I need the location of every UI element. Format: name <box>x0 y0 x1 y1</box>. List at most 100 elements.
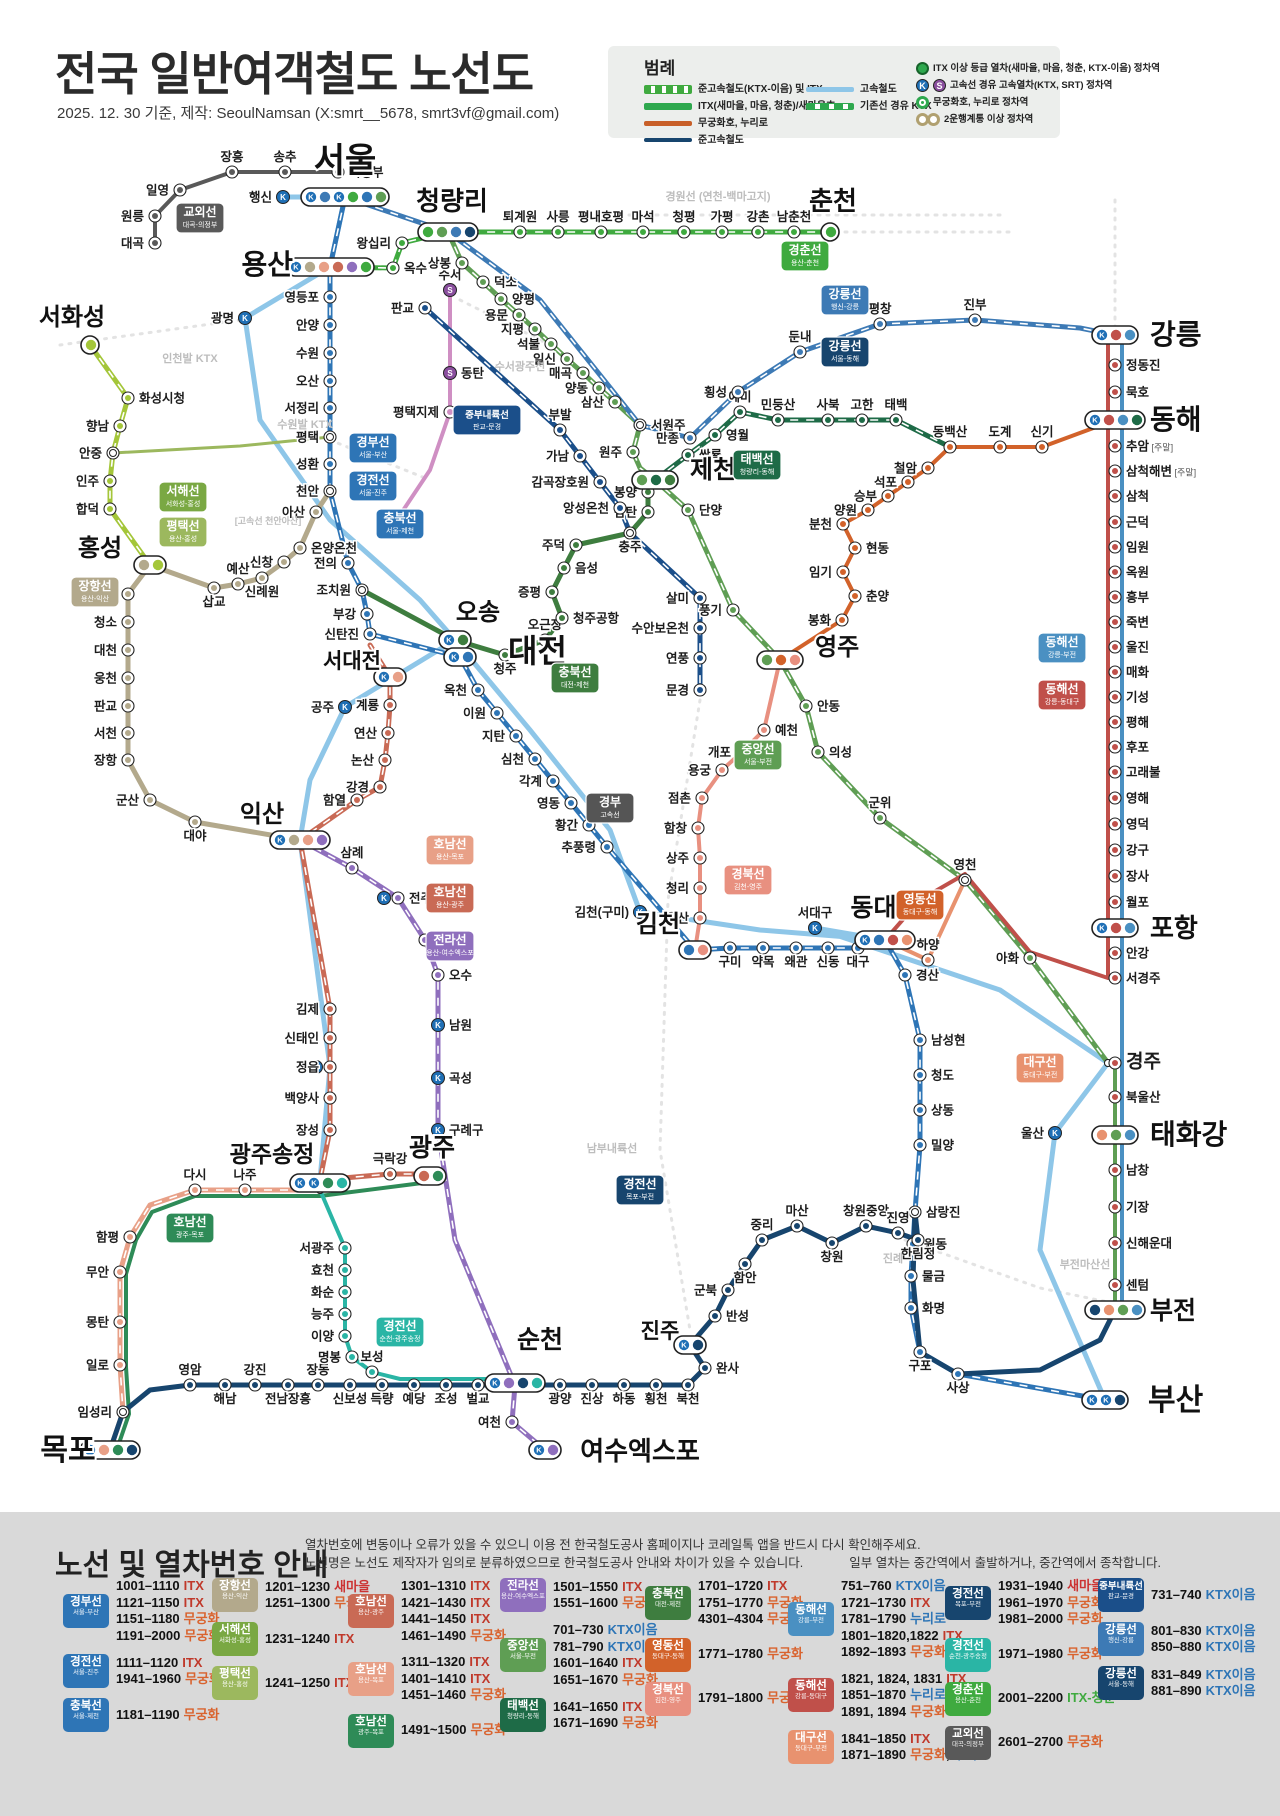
station-label: 밀양 <box>931 1138 955 1153</box>
badge-경전선 <box>375 1316 425 1348</box>
panel-column: 장항선용산-익산1201–1230새마을1251–1300무궁화서해선서화성-홍… <box>212 1578 372 1710</box>
station-label: 상봉 <box>428 256 452 271</box>
station-label: 심천 <box>501 752 524 767</box>
station-label: 서대구 <box>798 905 833 920</box>
station-label: 도계 <box>988 424 1011 439</box>
station-label: 현동 <box>866 541 890 556</box>
station-label: 신창 <box>250 555 274 570</box>
station-label: 남창 <box>1126 1163 1150 1178</box>
svg-text:K: K <box>681 1341 687 1350</box>
station-label: 둔내 <box>788 329 811 344</box>
station-label: 함안 <box>733 1270 757 1285</box>
hub-label: 순천 <box>517 1326 563 1354</box>
station-label: 사북 <box>816 397 840 412</box>
legend-line-item: 고속철도 <box>806 80 897 95</box>
station-label: 공주 <box>311 701 335 715</box>
line-gyeongjeon-navy <box>107 1209 1118 1453</box>
station-label: 울산 <box>1021 1126 1045 1141</box>
station-label: 서경주 <box>1126 971 1161 986</box>
svg-text:용산-목포: 용산-목포 <box>436 852 465 861</box>
station-label: 대곡 <box>121 237 145 251</box>
legend-line-item: ITX(새마을, 마음, 청춘)/새마을호 <box>644 97 835 112</box>
hub-label: 동해 <box>1150 404 1202 435</box>
station-label: 삼산 <box>581 395 605 410</box>
station-label: 장성 <box>296 1123 319 1138</box>
legend-line-sample-icon <box>644 102 692 110</box>
badge-충북선 <box>550 662 600 694</box>
station-label: 용문 <box>485 308 509 323</box>
badge-중부내륙선 <box>452 404 522 436</box>
station-label: 구포 <box>908 1359 932 1373</box>
hub-label: 청량리 <box>416 186 488 216</box>
ktx-stop-icon <box>276 190 290 204</box>
station-label: 백양사 <box>284 1091 319 1106</box>
station-label: 후포 <box>1126 740 1150 755</box>
svg-text:동대구-부전: 동대구-부전 <box>1023 1070 1058 1079</box>
station-label: 안양 <box>296 318 320 333</box>
svg-text:K: K <box>1092 416 1098 425</box>
legend-line-sample-icon <box>644 84 692 94</box>
station-label: 남춘천 <box>777 209 812 224</box>
future-line <box>658 698 702 1332</box>
svg-text:S: S <box>447 286 453 295</box>
stop-itx-icon <box>916 61 929 75</box>
srt-stop-icon <box>443 366 457 380</box>
station-label: 화순 <box>311 1285 335 1300</box>
svg-text:경춘선: 경춘선 <box>788 242 821 257</box>
station-label: 오수 <box>449 969 473 983</box>
station-label: 청주 <box>493 661 517 676</box>
station-label: 온양온천 <box>311 541 357 556</box>
hub-label: 목포 <box>40 1434 95 1467</box>
hub-label: 부산 <box>1148 1384 1204 1417</box>
station-label: 단양 <box>699 503 723 518</box>
station-label: 대천 <box>94 643 117 658</box>
station-label: 월포 <box>1126 895 1150 910</box>
station-label: 문경 <box>666 683 689 698</box>
badge-영동선 <box>895 889 945 921</box>
svg-text:서해선: 서해선 <box>166 483 199 498</box>
station-label: 약목 <box>751 954 775 969</box>
line-gyeongbuk <box>693 658 782 952</box>
station-label: 보성 <box>360 1350 383 1364</box>
station-label: 신례원 <box>245 584 280 599</box>
badge-교외선 <box>175 202 225 234</box>
srt-stop-icon: S <box>933 78 946 92</box>
hub-label: 김천 <box>636 911 680 938</box>
station-label: 논산 <box>351 753 375 768</box>
badge-동해선 <box>1037 632 1087 664</box>
station-label: 원릉 <box>121 209 145 224</box>
legend-line-sample-icon <box>806 102 854 110</box>
ktx-stop-icon <box>431 1071 445 1085</box>
station-label: 일영 <box>146 183 169 198</box>
station-label: 서원주 <box>651 418 686 433</box>
station-label: 예산 <box>226 561 250 576</box>
station-label: 물금 <box>922 1270 946 1284</box>
svg-text:평택선: 평택선 <box>166 518 199 533</box>
hub-label: 춘천 <box>809 186 857 216</box>
svg-text:K: K <box>492 1379 498 1388</box>
station-label: 임기 <box>809 565 832 580</box>
panel-notes: 열차번호에 변동이나 오류가 있을 수 있으니 이용 전 한국철도공사 홈페이지… <box>305 1538 1162 1570</box>
station-label: 곡성 <box>449 1072 472 1086</box>
station-label: 진부 <box>963 297 987 312</box>
station-label: 의정부 <box>349 165 384 180</box>
station-label: 경산 <box>916 968 940 983</box>
svg-text:행신-강릉: 행신-강릉 <box>831 302 860 311</box>
